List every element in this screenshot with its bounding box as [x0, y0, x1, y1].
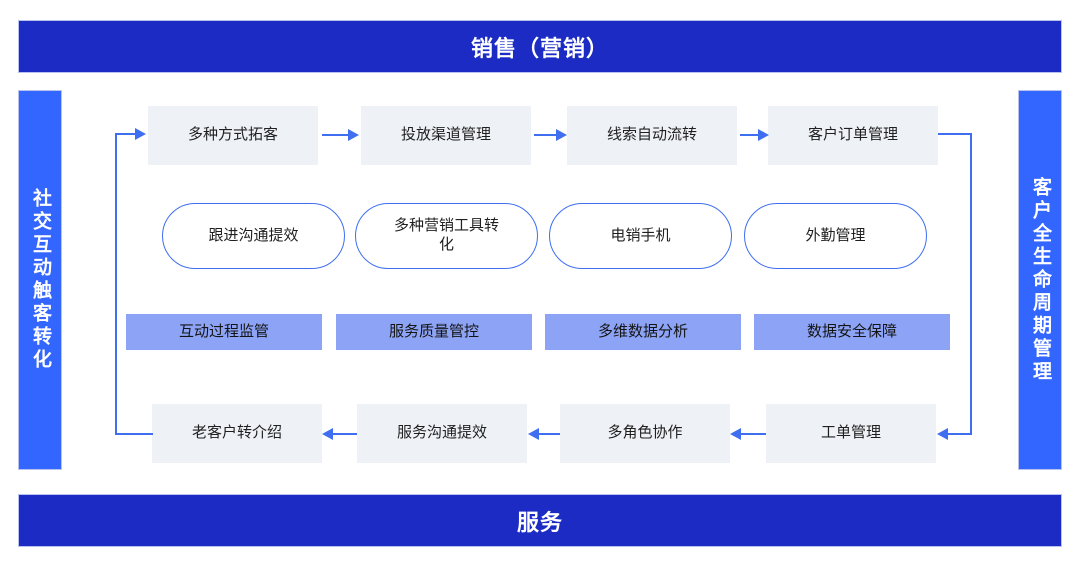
node-bottom-flow-2-label: 服务沟通提效	[396, 424, 487, 442]
loop-right-arrow-head	[937, 428, 948, 440]
node-pill-2[interactable]: 多种营销工具转化	[355, 203, 538, 269]
loop-right-bottom-segment	[948, 433, 972, 435]
arrow-top-1-2-line	[322, 134, 350, 136]
arrow-bottom-3-2-head	[528, 428, 539, 440]
arrow-top-3-4-head	[758, 129, 769, 141]
node-top-flow-2-label: 投放渠道管理	[400, 126, 491, 144]
node-top-flow-4-label: 客户订单管理	[807, 126, 898, 144]
node-pill-3-label: 电销手机	[610, 226, 671, 244]
node-governance-4-label: 数据安全保障	[806, 322, 897, 340]
node-top-flow-2[interactable]: 投放渠道管理	[361, 106, 531, 165]
node-pill-4-label: 外勤管理	[805, 226, 866, 244]
node-top-flow-3-label: 线索自动流转	[606, 126, 697, 144]
node-top-flow-1-label: 多种方式拓客	[187, 126, 278, 144]
node-top-flow-1[interactable]: 多种方式拓客	[148, 106, 318, 165]
node-bottom-flow-1[interactable]: 老客户转介绍	[152, 404, 322, 463]
arrow-bottom-3-2-line	[539, 433, 560, 435]
node-pill-1[interactable]: 跟进沟通提效	[162, 203, 345, 269]
loop-left-top-segment	[115, 133, 137, 135]
node-governance-2-label: 服务质量管控	[388, 322, 479, 340]
banner-sales: 销售（营销）	[18, 20, 1062, 73]
sidebar-left-label: 社交互动触客转化	[29, 188, 51, 372]
arrow-bottom-4-3-line	[741, 433, 766, 435]
arrow-top-1-2-head	[348, 129, 359, 141]
node-pill-3[interactable]: 电销手机	[549, 203, 732, 269]
node-governance-3[interactable]: 多维数据分析	[545, 314, 741, 350]
banner-service-label: 服务	[516, 509, 563, 535]
node-governance-1[interactable]: 互动过程监管	[126, 314, 322, 350]
node-pill-2-label: 多种营销工具转化	[393, 217, 499, 253]
sidebar-social-interaction: 社交互动触客转化	[18, 90, 62, 470]
node-bottom-flow-2[interactable]: 服务沟通提效	[357, 404, 527, 463]
node-top-flow-4[interactable]: 客户订单管理	[768, 106, 938, 165]
node-bottom-flow-3[interactable]: 多角色协作	[560, 404, 730, 463]
arrow-top-3-4-line	[740, 134, 761, 136]
banner-service: 服务	[18, 494, 1062, 547]
node-governance-4[interactable]: 数据安全保障	[754, 314, 950, 350]
node-pill-1-label: 跟进沟通提效	[208, 226, 299, 244]
banner-sales-label: 销售（营销）	[470, 35, 609, 61]
arrow-bottom-4-3-head	[730, 428, 741, 440]
loop-left-vertical-segment	[115, 133, 117, 435]
node-governance-1-label: 互动过程监管	[178, 322, 269, 340]
sidebar-right-label: 客户全生命周期管理	[1029, 176, 1051, 384]
loop-right-vertical-segment	[970, 133, 972, 435]
arrow-bottom-2-1-head	[322, 428, 333, 440]
loop-left-arrow-head	[135, 128, 146, 140]
node-bottom-flow-1-label: 老客户转介绍	[191, 424, 282, 442]
sidebar-customer-lifecycle: 客户全生命周期管理	[1018, 90, 1062, 470]
node-pill-4[interactable]: 外勤管理	[744, 203, 927, 269]
node-top-flow-3[interactable]: 线索自动流转	[567, 106, 737, 165]
arrow-bottom-2-1-line	[333, 433, 357, 435]
node-governance-2[interactable]: 服务质量管控	[336, 314, 532, 350]
node-bottom-flow-4-label: 工单管理	[820, 424, 881, 442]
loop-right-top-segment	[938, 133, 972, 135]
arrow-top-2-3-line	[534, 134, 558, 136]
node-bottom-flow-3-label: 多角色协作	[607, 424, 683, 442]
node-bottom-flow-4[interactable]: 工单管理	[766, 404, 936, 463]
node-governance-3-label: 多维数据分析	[597, 322, 688, 340]
loop-left-bottom-segment	[115, 433, 153, 435]
arrow-top-2-3-head	[556, 129, 567, 141]
